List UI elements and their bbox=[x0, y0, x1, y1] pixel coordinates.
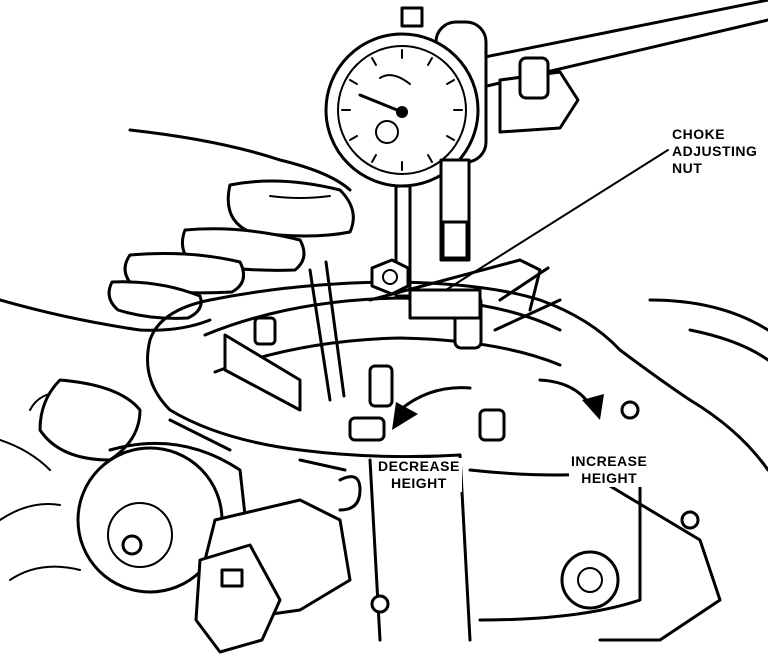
increase-height-label: INCREASE HEIGHT bbox=[569, 453, 650, 487]
callout-line: DECREASE bbox=[378, 458, 460, 474]
choke-adjusting-nut-label: CHOKE ADJUSTING NUT bbox=[672, 126, 757, 177]
callout-line: INCREASE bbox=[571, 453, 648, 469]
choke-linkage bbox=[253, 258, 562, 442]
choke-nut-leader-line bbox=[429, 149, 669, 301]
choke-thermostat-housing bbox=[38, 378, 252, 594]
carburetor-body bbox=[146, 280, 768, 642]
adjustment-arrows bbox=[392, 378, 604, 430]
decrease-height-label: DECREASE HEIGHT bbox=[376, 458, 462, 492]
mounting-studs bbox=[370, 400, 700, 614]
hand-holding-gauge bbox=[0, 128, 355, 581]
callout-line: HEIGHT bbox=[581, 470, 638, 486]
sensor-connector bbox=[194, 458, 362, 654]
callout-line: ADJUSTING bbox=[672, 143, 758, 159]
callout-line: NUT bbox=[672, 160, 703, 176]
indicator-support-arm bbox=[468, 0, 768, 134]
dial-indicator-gauge bbox=[324, 6, 488, 298]
callout-line: HEIGHT bbox=[390, 475, 447, 491]
choke-adjusting-nut bbox=[370, 258, 410, 296]
callout-line: CHOKE bbox=[672, 126, 726, 142]
